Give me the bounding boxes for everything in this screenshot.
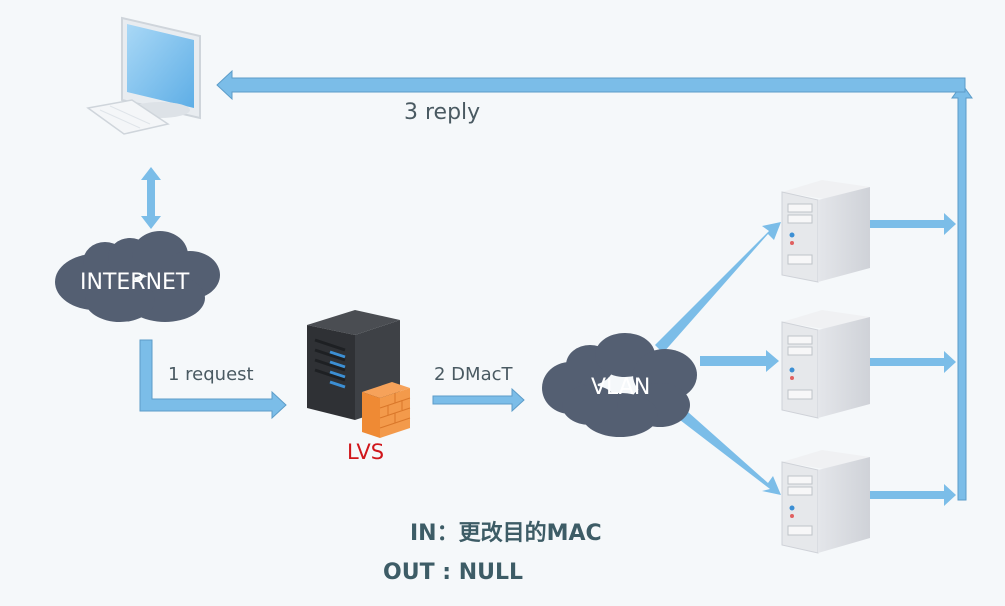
lvs-label: LVS (347, 440, 385, 464)
server-reply-arrows (868, 213, 956, 506)
vlan-cloud (542, 333, 697, 437)
real-server-2-icon (781, 310, 870, 419)
reply-arrow (216, 69, 973, 501)
real-server-1-icon (781, 180, 870, 283)
internet-label: INTERNET (80, 270, 190, 295)
vlan-server-arrows (655, 222, 781, 495)
dmac-label: 2 DMacT (434, 364, 513, 385)
out-note: OUT : NULL (383, 560, 524, 585)
request-arrow (139, 339, 287, 420)
internet-cloud (55, 231, 220, 322)
desktop-computer-icon (86, 16, 201, 135)
in-note: IN：更改目的MAC (410, 521, 602, 546)
client-internet-arrow (141, 167, 161, 229)
request-label: 1 request (168, 364, 254, 385)
vlan-label: VLAN (591, 375, 651, 400)
real-server-3-icon (781, 450, 870, 554)
reply-label: 3 reply (404, 100, 481, 125)
dmac-arrow (432, 387, 525, 413)
firewall-icon (362, 382, 411, 438)
